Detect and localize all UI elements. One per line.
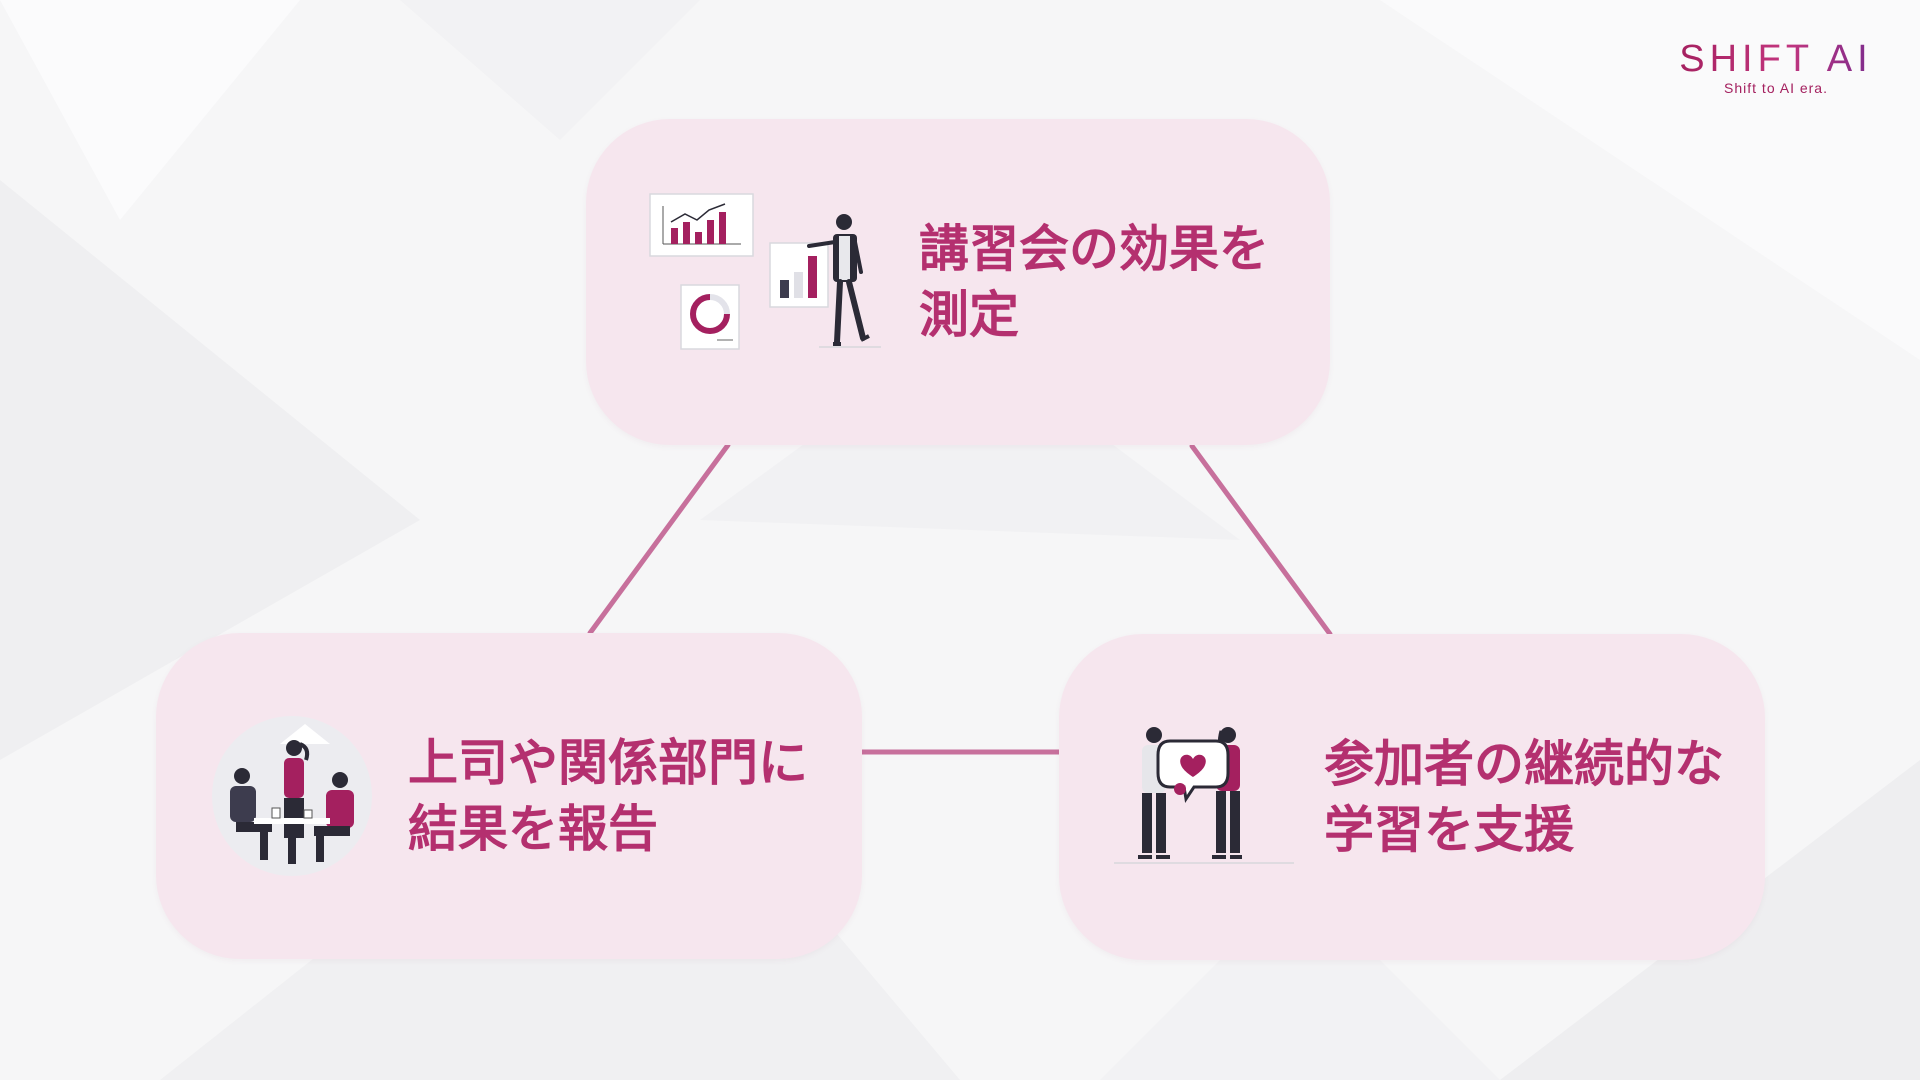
node-label-line: 参加者の継続的な: [1324, 735, 1724, 793]
connector-top-right: [1189, 443, 1333, 637]
node-label-report-results: 上司や関係部門に 結果を報告: [408, 730, 808, 862]
support-people-icon: [1114, 727, 1294, 864]
node-card-support-learning: 参加者の継続的な 学習を支援: [1059, 634, 1765, 960]
node-label-line: 学習を支援: [1324, 801, 1574, 859]
node-card-measure-effect: 講習会の効果を 測定: [586, 119, 1330, 445]
node-label-line: 測定: [919, 286, 1019, 344]
brand-name: SHIFT AI: [1676, 38, 1876, 80]
brand-logo: SHIFT AI Shift to AI era.: [1676, 38, 1876, 96]
brand-tagline: Shift to AI era.: [1724, 80, 1828, 96]
node-label-line: 結果を報告: [408, 800, 658, 858]
node-label-measure-effect: 講習会の効果を 測定: [919, 216, 1269, 348]
presentation-chart-icon: [649, 193, 881, 350]
connector-top-left: [587, 442, 731, 636]
node-card-report-results: 上司や関係部門に 結果を報告: [156, 633, 862, 959]
node-label-line: 上司や関係部門に: [408, 734, 808, 792]
team-meeting-icon: [212, 716, 372, 876]
node-label-support-learning: 参加者の継続的な 学習を支援: [1324, 731, 1724, 863]
node-label-line: 講習会の効果を: [919, 220, 1269, 278]
